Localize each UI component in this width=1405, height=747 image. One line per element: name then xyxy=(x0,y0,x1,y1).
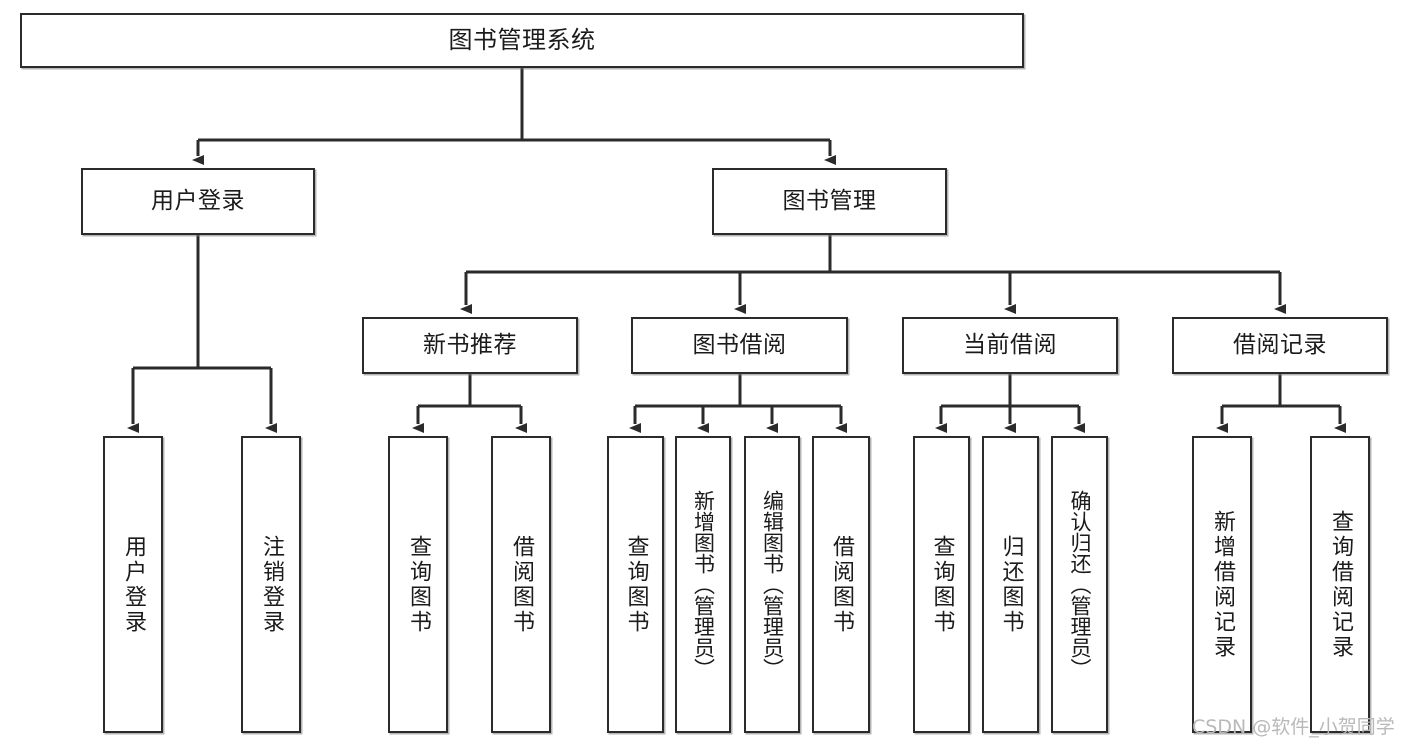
leaf-record-add-borrow-record[interactable]: 新增借阅记录 xyxy=(1192,436,1252,733)
node-label: 用户登录 xyxy=(121,534,146,635)
node-label: 图书管理系统 xyxy=(448,26,596,55)
leaf-current-borrow-confirm-return-admin[interactable]: 确认归还（管理员） xyxy=(1051,436,1108,733)
node-root-book-management-system[interactable]: 图书管理系统 xyxy=(20,13,1024,68)
node-user-login[interactable]: 用户登录 xyxy=(81,168,315,235)
leaf-current-borrow-query-books[interactable]: 查询图书 xyxy=(913,436,970,733)
node-book-management[interactable]: 图书管理 xyxy=(712,168,947,235)
node-label: 图书借阅 xyxy=(692,331,787,358)
node-label: 图书管理 xyxy=(782,187,877,214)
leaf-new-book-query-books[interactable]: 查询图书 xyxy=(388,436,448,733)
node-label: 新增图书（管理员） xyxy=(691,490,716,679)
node-label: 查询图书 xyxy=(406,534,431,635)
leaf-book-borrow-add-book-admin[interactable]: 新增图书（管理员） xyxy=(675,436,731,733)
node-label: 借阅图书 xyxy=(829,534,854,635)
leaf-new-book-borrow-books[interactable]: 借阅图书 xyxy=(491,436,551,733)
node-current-borrowing[interactable]: 当前借阅 xyxy=(902,317,1118,374)
node-label: 查询图书 xyxy=(929,534,955,635)
node-label: 新书推荐 xyxy=(423,331,517,358)
leaf-user-login-logout[interactable]: 注销登录 xyxy=(241,436,301,733)
leaf-book-borrow-edit-book-admin[interactable]: 编辑图书（管理员） xyxy=(744,436,800,733)
leaf-book-borrow-borrow-books[interactable]: 借阅图书 xyxy=(812,436,870,733)
node-borrow-records[interactable]: 借阅记录 xyxy=(1172,317,1388,374)
node-label: 用户登录 xyxy=(151,187,245,214)
node-label: 新增借阅记录 xyxy=(1210,509,1235,660)
node-label: 查询借阅记录 xyxy=(1328,509,1353,660)
leaf-record-query-borrow-record[interactable]: 查询借阅记录 xyxy=(1310,436,1370,733)
leaf-user-login-login[interactable]: 用户登录 xyxy=(103,436,163,733)
node-label: 编辑图书（管理员） xyxy=(760,490,785,679)
node-new-book-recommendation[interactable]: 新书推荐 xyxy=(362,317,578,374)
node-label: 借阅图书 xyxy=(509,534,534,635)
node-label: 查询图书 xyxy=(623,534,649,635)
node-label: 确认归还（管理员） xyxy=(1068,490,1092,679)
node-label: 注销登录 xyxy=(259,534,284,635)
node-book-borrowing[interactable]: 图书借阅 xyxy=(631,317,848,374)
leaf-current-borrow-return-books[interactable]: 归还图书 xyxy=(982,436,1039,733)
node-label: 借阅记录 xyxy=(1233,331,1327,358)
csdn-watermark: CSDN @软件_小贺同学 xyxy=(1192,716,1395,738)
node-label: 当前借阅 xyxy=(963,331,1057,358)
leaf-book-borrow-query-books[interactable]: 查询图书 xyxy=(607,436,664,733)
node-label: 归还图书 xyxy=(998,534,1024,635)
